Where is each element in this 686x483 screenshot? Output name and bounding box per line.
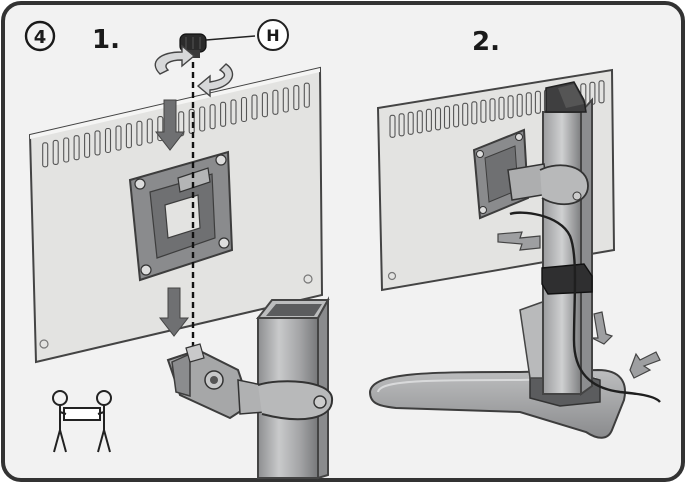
vent-slot [480, 99, 487, 123]
vent-slot [498, 96, 505, 120]
vent-slot [416, 110, 423, 134]
vent-slot [209, 104, 216, 130]
vent-slot [534, 90, 541, 114]
vent-slot [104, 127, 112, 154]
vesa-plate-2 [472, 128, 589, 220]
callout-h-label: H [266, 26, 279, 45]
step-2-number: 2. [472, 27, 500, 57]
vent-slot [136, 120, 143, 146]
step-badge: 4 [24, 20, 56, 52]
vent-slot [94, 130, 101, 156]
vent-slot [115, 125, 122, 151]
vent-slot [293, 85, 300, 111]
vent-slot [489, 98, 496, 122]
vent-slot [188, 108, 195, 134]
vent-slot [42, 142, 49, 168]
vent-slot [84, 132, 91, 158]
rotate-arrows-icon [154, 44, 234, 98]
vent-slot [303, 82, 310, 108]
vent-slot [251, 94, 258, 120]
vent-slot [389, 114, 396, 138]
vent-slot [462, 102, 469, 126]
two-person-lift-icon [52, 390, 112, 453]
down-arrow-icon [154, 99, 186, 151]
vent-slot [282, 87, 289, 113]
insert-arrow-icon [497, 231, 541, 251]
step-1-illustration: H [24, 19, 334, 480]
arm-clamp [166, 343, 334, 421]
step-2-illustration: 2. [368, 27, 661, 439]
vent-slot [52, 139, 59, 165]
vent-slot [73, 135, 80, 161]
vent-slot [125, 123, 132, 149]
down-arrow-icon [158, 287, 190, 337]
insert-arrow-icon [629, 351, 661, 379]
vent-slot [261, 92, 268, 118]
vent-slot [398, 113, 405, 137]
vent-slot [525, 92, 532, 116]
vent-slot [230, 99, 237, 125]
callout-h-badge: H [257, 19, 289, 51]
vent-slot [471, 101, 478, 125]
vent-slot [407, 111, 414, 135]
vent-slot [63, 137, 70, 163]
vent-slot [220, 101, 227, 127]
vent-slot [598, 80, 605, 104]
insert-arrow-icon [591, 311, 614, 345]
vesa-plate [128, 150, 234, 282]
vent-slot [434, 107, 442, 131]
monitor-pole-2 [541, 81, 593, 396]
step-1-number: 1. [92, 25, 120, 55]
vent-slot [157, 116, 164, 142]
vent-slot [453, 104, 460, 128]
screw-knob-icon [179, 33, 207, 58]
monitor-cable [509, 211, 661, 403]
vent-slot [272, 89, 279, 115]
vent-slot [425, 108, 432, 132]
vent-slot [443, 105, 451, 129]
vent-slot [199, 106, 206, 132]
vent-slot [146, 118, 153, 144]
step-badge-number: 4 [34, 27, 47, 48]
callout-leader [205, 35, 256, 41]
vent-slot [240, 96, 248, 123]
vent-slot [516, 93, 523, 117]
vent-slot [507, 95, 514, 119]
